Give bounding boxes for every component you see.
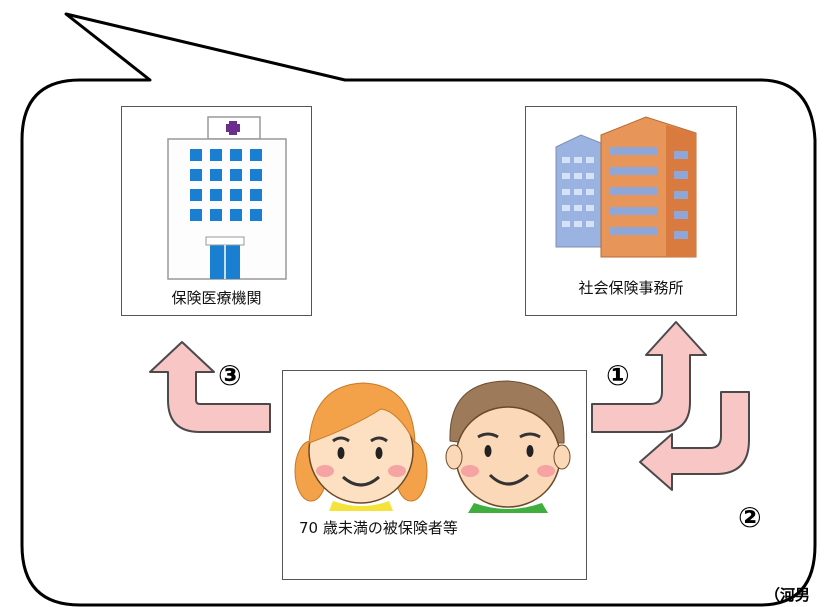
social-insurance-office-label: 社会保険事務所 <box>578 279 684 297</box>
arrow-step2-icon <box>639 391 750 491</box>
insured-persons-node: 70 歳未満の被保険者等 <box>282 370 587 580</box>
social-insurance-office-node: 社会保険事務所 <box>525 106 737 316</box>
step-1-marker: ① <box>606 359 630 392</box>
step-3-marker: ③ <box>218 359 242 392</box>
step-2-marker: ② <box>738 501 762 534</box>
hospital-building-icon <box>167 116 287 280</box>
hospital-node: 保険医療機関 <box>121 106 312 316</box>
arrow-step3-icon <box>149 341 271 433</box>
insured-persons-label: 70 歳未満の被保険者等 <box>299 519 458 537</box>
office-building-icon <box>555 116 697 258</box>
arrow-step1-icon <box>591 321 707 433</box>
source-note: （河男 <box>765 586 811 604</box>
hospital-label: 保険医療機関 <box>171 289 262 307</box>
girl-face-icon <box>294 382 428 511</box>
boy-face-icon <box>445 380 571 513</box>
